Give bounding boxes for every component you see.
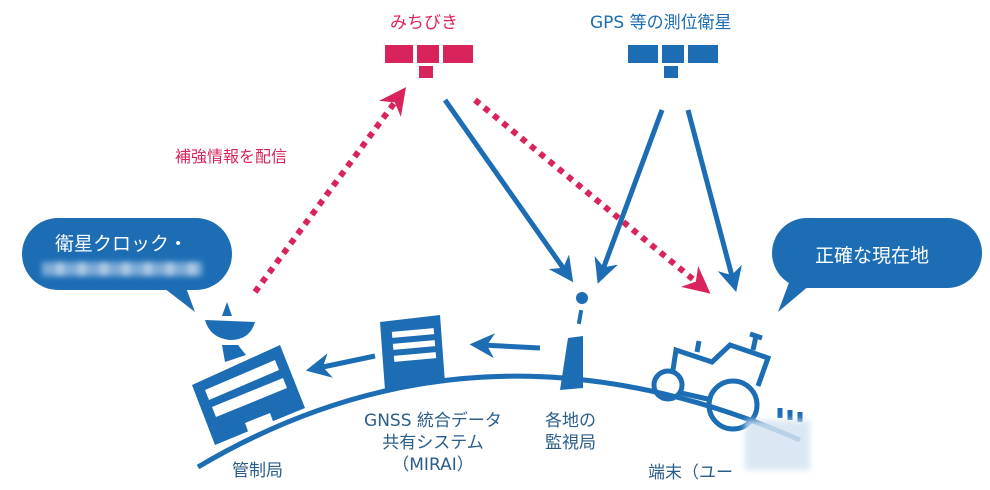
monitor-station-label: 各地の 監視局 (545, 410, 596, 454)
mirai-label-line2: 共有システム (382, 433, 484, 453)
position-bubble (772, 218, 982, 312)
michibiki-label: みちびき (390, 13, 458, 33)
monitor-label-line1: 各地の (545, 411, 596, 431)
tractor-icon (651, 331, 803, 432)
position-bubble-text: 正確な現在地 (815, 245, 930, 267)
mirai-label-line3: （MIRAI） (392, 455, 474, 475)
mirai-server-icon (380, 315, 445, 390)
control-station-icon (192, 302, 305, 445)
mirai-label: GNSS 統合データ 共有システム （MIRAI） (348, 410, 518, 476)
correction-uplink-arrow (252, 87, 407, 294)
obscured-text (42, 262, 202, 276)
mirai-label-line1: GNSS 統合データ (364, 411, 502, 431)
monitor-to-mirai-arrow (469, 333, 541, 359)
correction-broadcast-arrow (473, 97, 711, 294)
clock-info-bubble-text: 衛星クロック・ (55, 233, 188, 255)
monitor-station-icon (560, 292, 588, 390)
gps-to-monitor-arrow (594, 109, 665, 284)
gps-to-terminal-arrow (685, 109, 742, 293)
michibiki-satellite-icon (385, 45, 473, 78)
gps-satellite-label: GPS 等の測位衛星 (590, 13, 732, 33)
control-station-label: 管制局 (232, 461, 283, 481)
terminal-label: 端末（ユー (648, 463, 733, 483)
gps-satellite-icon (628, 45, 718, 78)
obscured-watermark (745, 420, 810, 470)
monitor-label-line2: 監視局 (545, 433, 596, 453)
mirai-to-control-arrow (305, 353, 376, 378)
distribute-correction-label: 補強情報を配信 (175, 147, 288, 166)
michibiki-to-monitor-arrow (442, 98, 574, 283)
